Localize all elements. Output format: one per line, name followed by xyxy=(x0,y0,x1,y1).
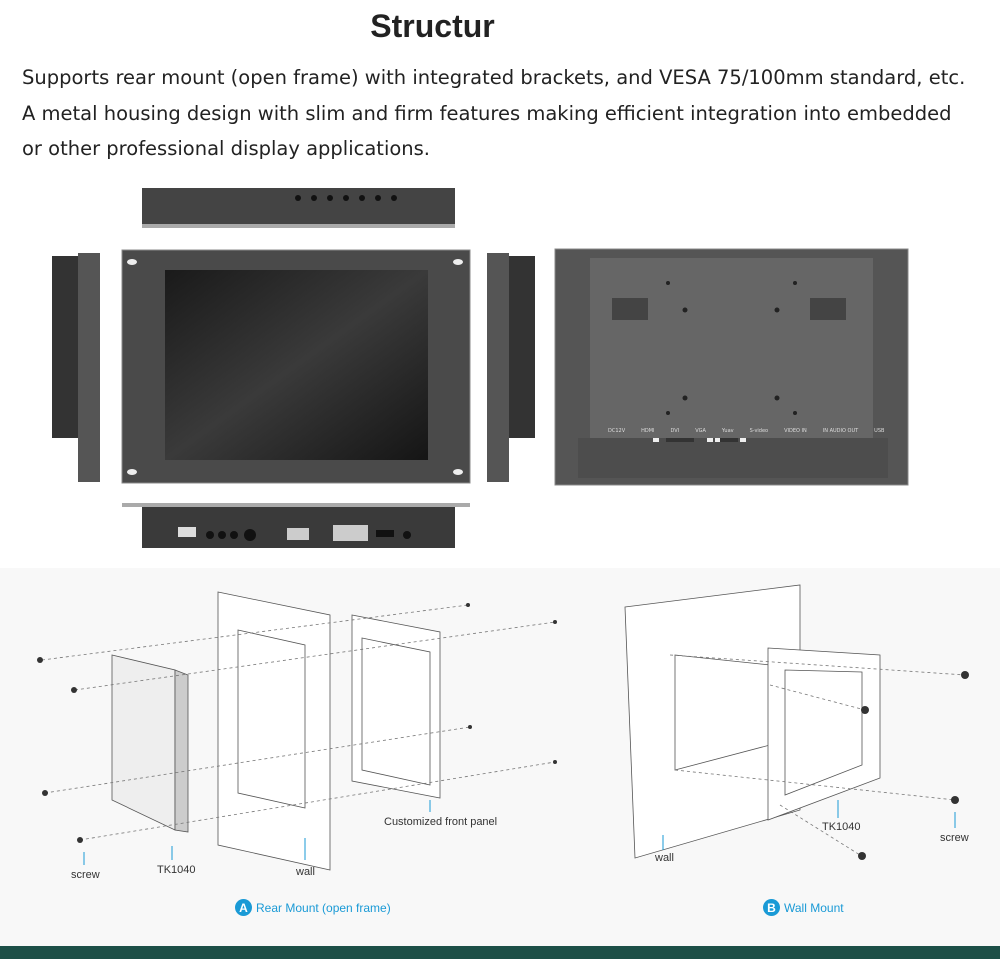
label-model: TK1040 xyxy=(157,864,196,876)
port-label: DC12V xyxy=(608,428,626,434)
left-side-view xyxy=(52,253,100,482)
mounting-diagrams: screw TK1040 wall Customized front panel… xyxy=(0,568,1000,946)
label-wall: wall xyxy=(296,866,315,878)
description: Supports rear mount (open frame) with in… xyxy=(22,60,982,167)
top-view xyxy=(142,188,455,228)
port-label: Yuav xyxy=(721,428,734,434)
port-label: DVI xyxy=(670,428,680,434)
description-line: or other professional display applicatio… xyxy=(22,137,431,160)
page-title: Structur xyxy=(370,8,495,44)
description-line: Supports rear mount (open frame) with in… xyxy=(22,66,966,89)
badge-b: B xyxy=(763,899,780,916)
rear-port-labels: DC12V HDMI DVI VGA Yuav S-video VIDEO IN… xyxy=(608,428,884,434)
caption-rear-mount: A Rear Mount (open frame) xyxy=(235,899,391,916)
caption-wall-mount: B Wall Mount xyxy=(763,899,844,916)
caption-text: Wall Mount xyxy=(784,900,844,915)
label-front-panel: Customized front panel xyxy=(384,816,498,828)
label-screw: screw xyxy=(71,869,100,881)
right-side-view xyxy=(487,253,535,482)
port-label: USB xyxy=(874,428,885,434)
bottom-view xyxy=(122,503,470,548)
label-wall: wall xyxy=(655,852,674,864)
mounting-illustration xyxy=(37,584,969,871)
port-label: S-video xyxy=(749,428,769,434)
footer-bar xyxy=(0,946,1000,959)
port-label: HDMI xyxy=(641,428,655,434)
label-model: TK1040 xyxy=(822,821,861,833)
badge-a: A xyxy=(235,899,252,916)
front-view xyxy=(121,249,471,484)
rear-view xyxy=(554,248,909,486)
label-screw: screw xyxy=(940,832,969,844)
product-views xyxy=(52,188,909,548)
port-label: IN AUDIO OUT xyxy=(822,428,859,434)
port-label: VGA xyxy=(695,428,706,434)
port-label: VIDEO IN xyxy=(784,428,807,434)
description-line: A metal housing design with slim and fir… xyxy=(22,101,952,125)
caption-text: Rear Mount (open frame) xyxy=(256,900,391,915)
